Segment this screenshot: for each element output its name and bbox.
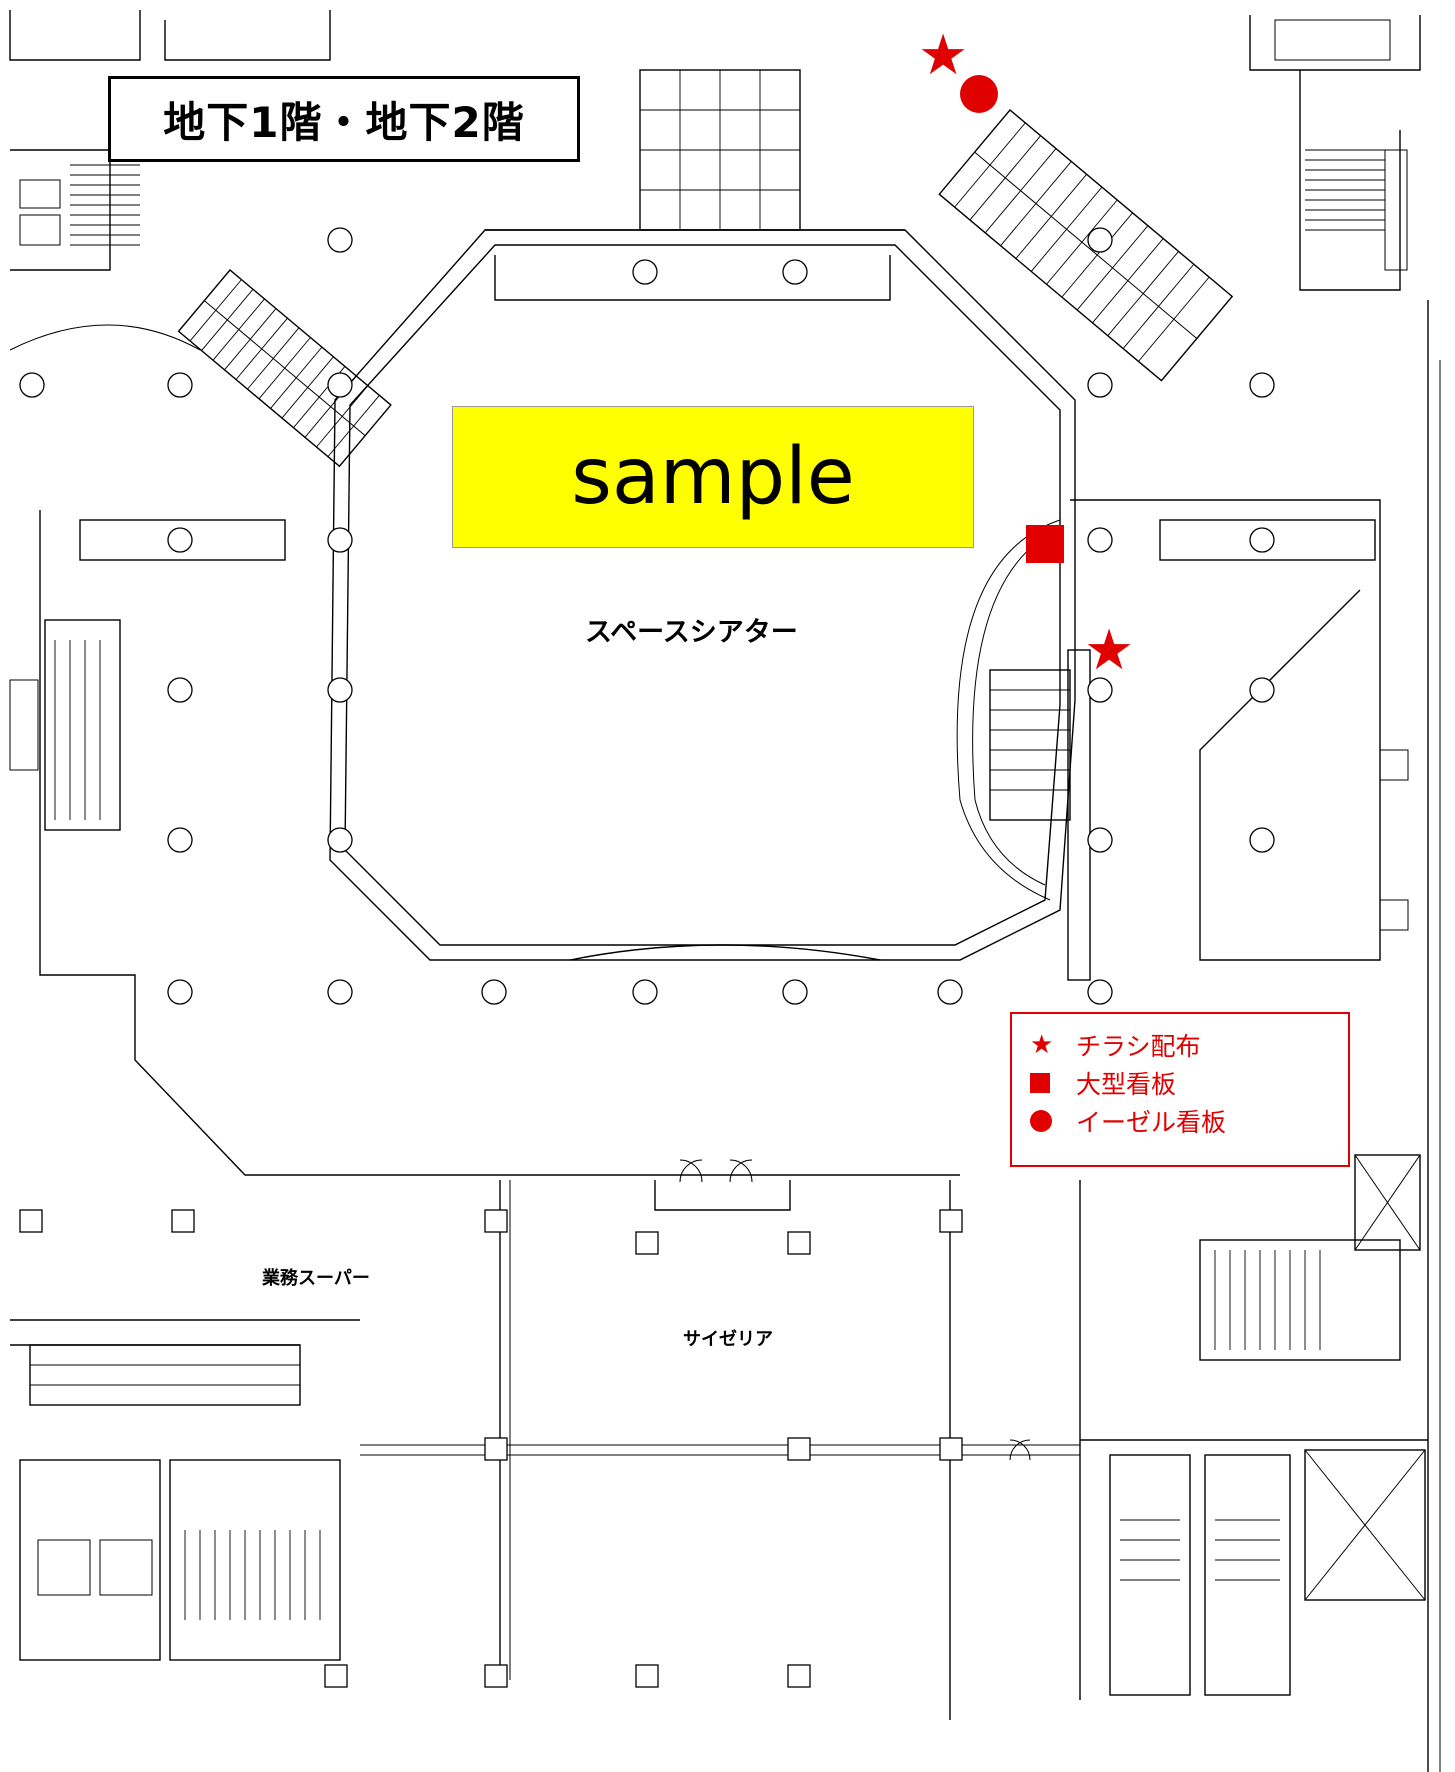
- flyer-star-marker: ★: [1084, 618, 1135, 683]
- circle-icon: [1030, 1110, 1052, 1132]
- legend-label: 大型看板: [1076, 1070, 1177, 1099]
- large-sign-marker: [1026, 525, 1064, 563]
- flyer-star-marker: ★: [918, 23, 969, 88]
- legend-item-large-sign: 大型看板: [1030, 1064, 1348, 1102]
- sample-placeholder: sample: [452, 406, 974, 548]
- legend-item-flyer: ★ チラシ配布: [1030, 1026, 1348, 1064]
- room-label-saizeriya: サイゼリア: [683, 1329, 773, 1350]
- square-icon: [1030, 1073, 1050, 1093]
- floor-title: 地下1階・地下2階: [108, 76, 580, 162]
- room-label-gyomu-super: 業務スーパー: [262, 1268, 370, 1289]
- easel-sign-marker: [960, 75, 998, 113]
- room-label-space-theater: スペースシアター: [585, 617, 798, 648]
- star-icon: ★: [1030, 1030, 1054, 1060]
- legend-label: イーゼル看板: [1076, 1108, 1227, 1137]
- legend-label: チラシ配布: [1076, 1032, 1201, 1061]
- legend: ★ チラシ配布 大型看板 イーゼル看板: [1010, 1012, 1350, 1167]
- legend-item-easel-sign: イーゼル看板: [1030, 1102, 1348, 1140]
